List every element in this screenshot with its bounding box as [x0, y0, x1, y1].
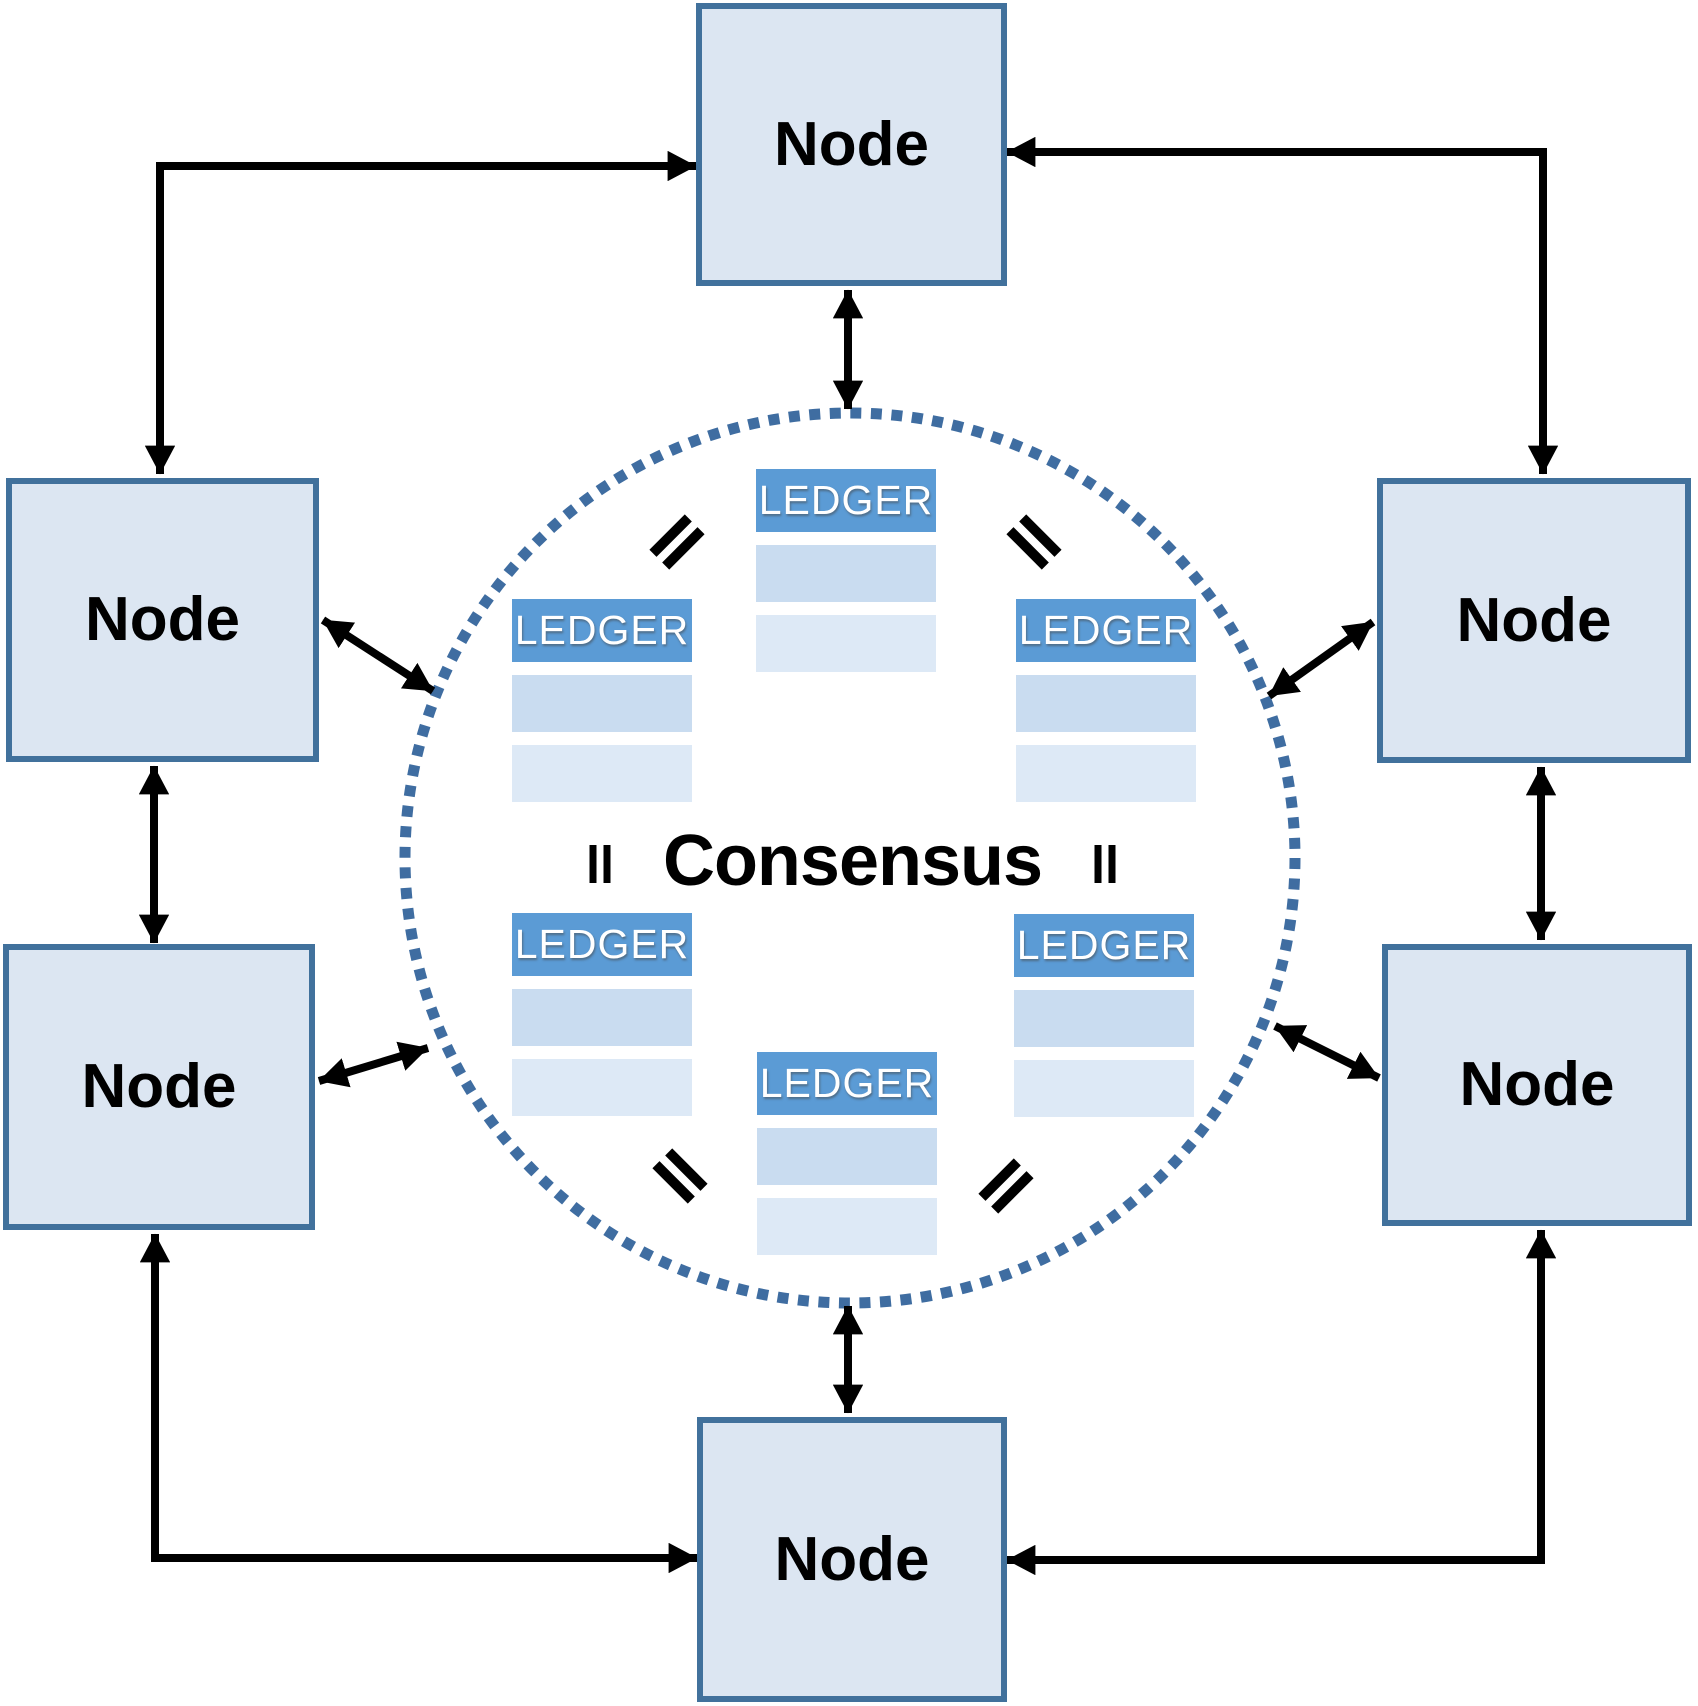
ledger-row: [756, 615, 936, 672]
arrow-left-upper-node-to-consensus: [320, 616, 436, 695]
ledger-row: [756, 545, 936, 602]
ledger-row: [1016, 675, 1196, 732]
ledger-title: LEDGER: [758, 477, 934, 523]
ledger-header: LEDGER: [1016, 599, 1196, 662]
ledger-bottom: LEDGER: [757, 1052, 937, 1255]
consensus-label: Consensus: [662, 821, 1043, 901]
ledger-row: [757, 1198, 937, 1255]
ledger-header: LEDGER: [757, 1052, 937, 1115]
node-box-right-lower: Node: [1382, 944, 1692, 1226]
equals-icon: [978, 1158, 1034, 1214]
ledger-row: [512, 745, 692, 802]
ledger-bottom-right: LEDGER: [1014, 914, 1194, 1117]
equals-icon: [649, 514, 705, 570]
ledger-header: LEDGER: [756, 469, 936, 532]
node-label: Node: [1459, 1050, 1615, 1119]
equals-icon: [589, 845, 611, 883]
ledger-title: LEDGER: [759, 1060, 935, 1106]
ledger-right: LEDGER: [1016, 599, 1196, 802]
equals-icon: [1006, 514, 1062, 570]
node-box-left-lower: Node: [3, 944, 315, 1230]
ledger-title: LEDGER: [514, 607, 690, 653]
ledger-row: [512, 675, 692, 732]
node-label: Node: [774, 109, 929, 179]
arrow-left-lower-node-to-consensus: [317, 1041, 430, 1088]
arrow-link-top-left-corner: [144, 150, 697, 475]
node-label: Node: [774, 1524, 930, 1594]
ledger-row: [757, 1128, 937, 1185]
node-box-right-upper: Node: [1377, 478, 1691, 763]
arrow-right-lower-node-to-consensus: [1273, 1022, 1381, 1082]
node-label: Node: [85, 585, 240, 654]
ledger-header: LEDGER: [512, 913, 692, 976]
node-label: Node: [1456, 585, 1612, 655]
node-box-bottom: Node: [697, 1417, 1007, 1702]
ledger-row: [1014, 990, 1194, 1047]
ledger-row: [512, 989, 692, 1046]
ledger-title: LEDGER: [1016, 922, 1192, 968]
ledger-row: [1016, 745, 1196, 802]
arrow-link-bottom-right-corner: [1006, 1229, 1557, 1576]
node-box-top: Node: [696, 3, 1007, 286]
arrow-right-upper-node-to-consensus: [1266, 618, 1376, 700]
ledger-row: [512, 1059, 692, 1116]
ledger-title: LEDGER: [514, 921, 690, 967]
node-label: Node: [81, 1052, 237, 1121]
ledger-bottom-left: LEDGER: [512, 913, 692, 1116]
equals-icon: [652, 1148, 708, 1204]
consensus-boundary-circle: [399, 407, 1301, 1309]
node-box-left-upper: Node: [6, 478, 319, 762]
ledger-row: [1014, 1060, 1194, 1117]
ledger-top: LEDGER: [756, 469, 936, 672]
arrow-link-top-right-corner: [1006, 136, 1559, 475]
ledger-title: LEDGER: [1018, 607, 1194, 653]
ledger-left: LEDGER: [512, 599, 692, 802]
ledger-header: LEDGER: [512, 599, 692, 662]
equals-icon: [1094, 845, 1116, 883]
arrow-link-bottom-left-corner: [139, 1233, 698, 1574]
ledger-header: LEDGER: [1014, 914, 1194, 977]
